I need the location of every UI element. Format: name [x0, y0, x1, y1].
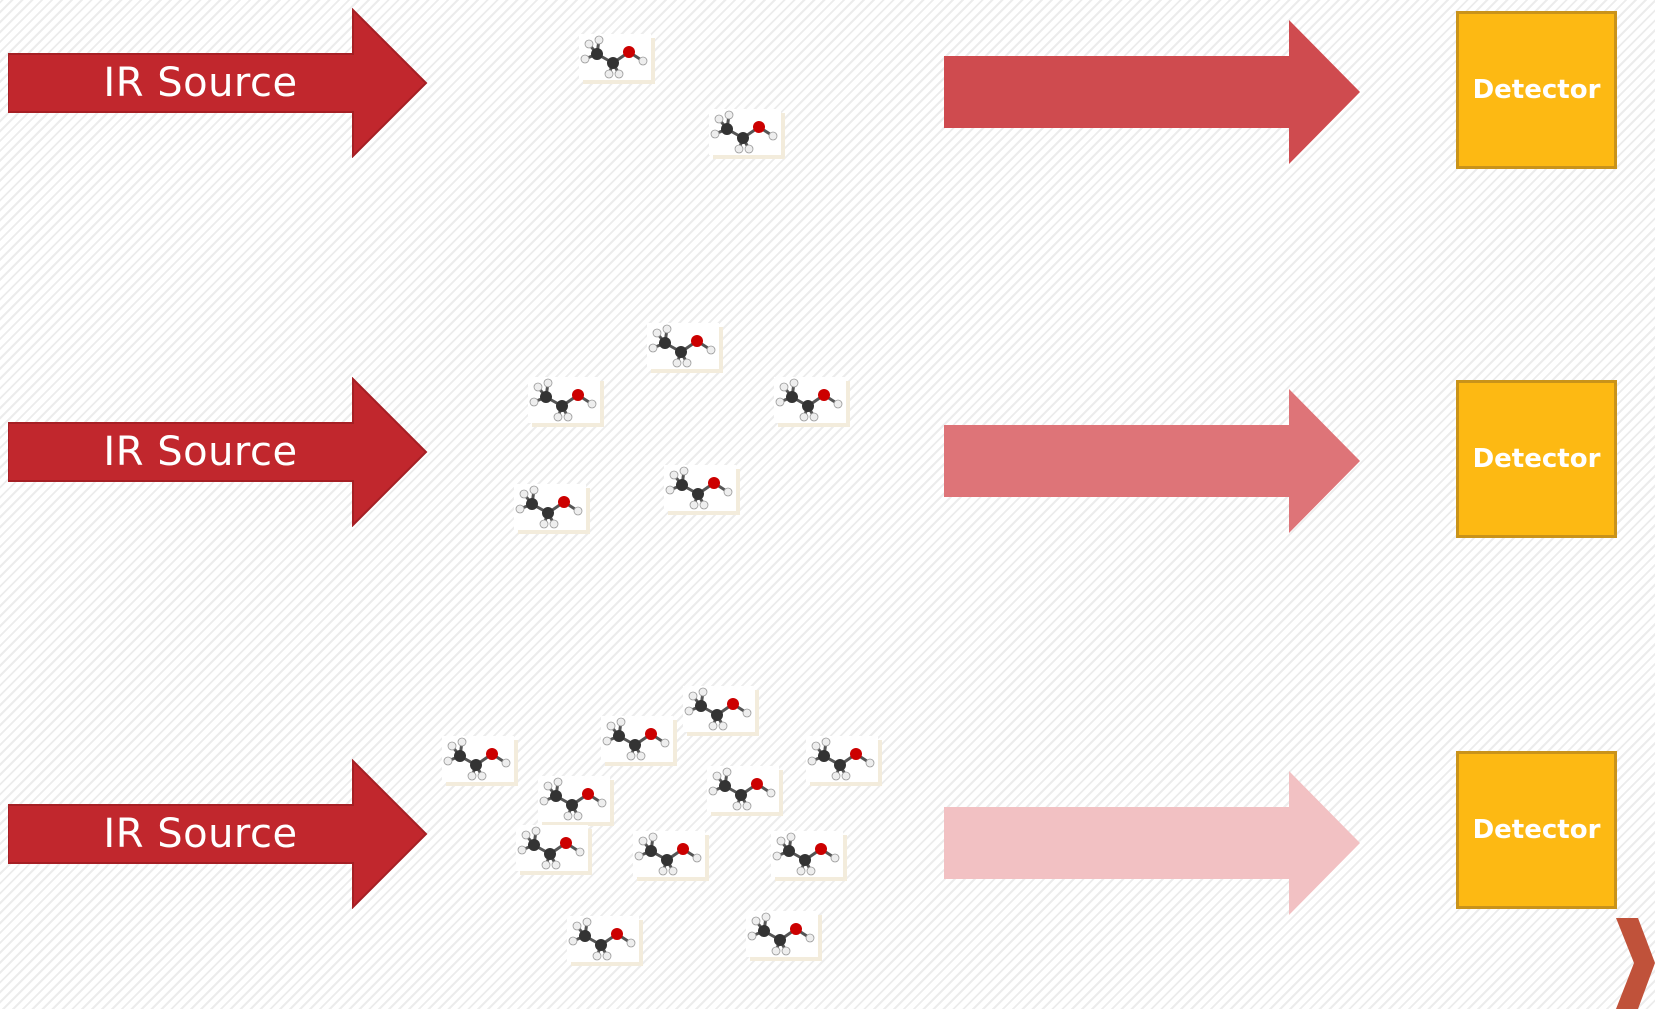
- ethanol-molecule-icon: [707, 107, 785, 159]
- ethanol-molecule-icon: [565, 914, 643, 966]
- detector: Detector: [1456, 380, 1617, 538]
- ethanol-molecule-icon: [631, 829, 709, 881]
- ir-source-label: IR Source: [103, 429, 298, 475]
- ethanol-molecule-icon: [536, 774, 614, 826]
- row-high-concentration: IR Source Detector: [0, 751, 1655, 951]
- row-low-concentration: IR Source Detector: [0, 0, 1655, 200]
- transmitted-beam-strong: [944, 20, 1362, 164]
- ir-source-label: IR Source: [103, 60, 298, 106]
- detector: Detector: [1456, 11, 1617, 169]
- ethanol-molecule-icon: [769, 829, 847, 881]
- ethanol-molecule-icon: [662, 463, 740, 515]
- ethanol-molecule-icon: [577, 32, 655, 84]
- ethanol-molecule-icon: [744, 909, 822, 961]
- ethanol-molecule-icon: [772, 375, 850, 427]
- ethanol-molecule-icon: [599, 714, 677, 766]
- ethanol-molecule-icon: [705, 764, 783, 816]
- ethanol-molecule-icon: [645, 321, 723, 373]
- ethanol-molecule-icon: [804, 734, 882, 786]
- ethanol-molecule-icon: [440, 734, 518, 786]
- ir-source-arrow: IR Source: [8, 8, 428, 158]
- ir-source-label: IR Source: [103, 811, 298, 857]
- detector: Detector: [1456, 751, 1617, 909]
- ir-source-arrow: IR Source: [8, 759, 428, 909]
- transmitted-beam-weak: [944, 771, 1362, 915]
- ethanol-molecule-icon: [681, 684, 759, 736]
- row-medium-concentration: IR Source Detector: [0, 369, 1655, 569]
- next-chevron-icon[interactable]: [1610, 918, 1655, 1009]
- ethanol-molecule-icon: [526, 375, 604, 427]
- ethanol-molecule-icon: [512, 482, 590, 534]
- ethanol-molecule-icon: [514, 823, 592, 875]
- ir-source-arrow: IR Source: [8, 377, 428, 527]
- transmitted-beam-medium: [944, 389, 1362, 533]
